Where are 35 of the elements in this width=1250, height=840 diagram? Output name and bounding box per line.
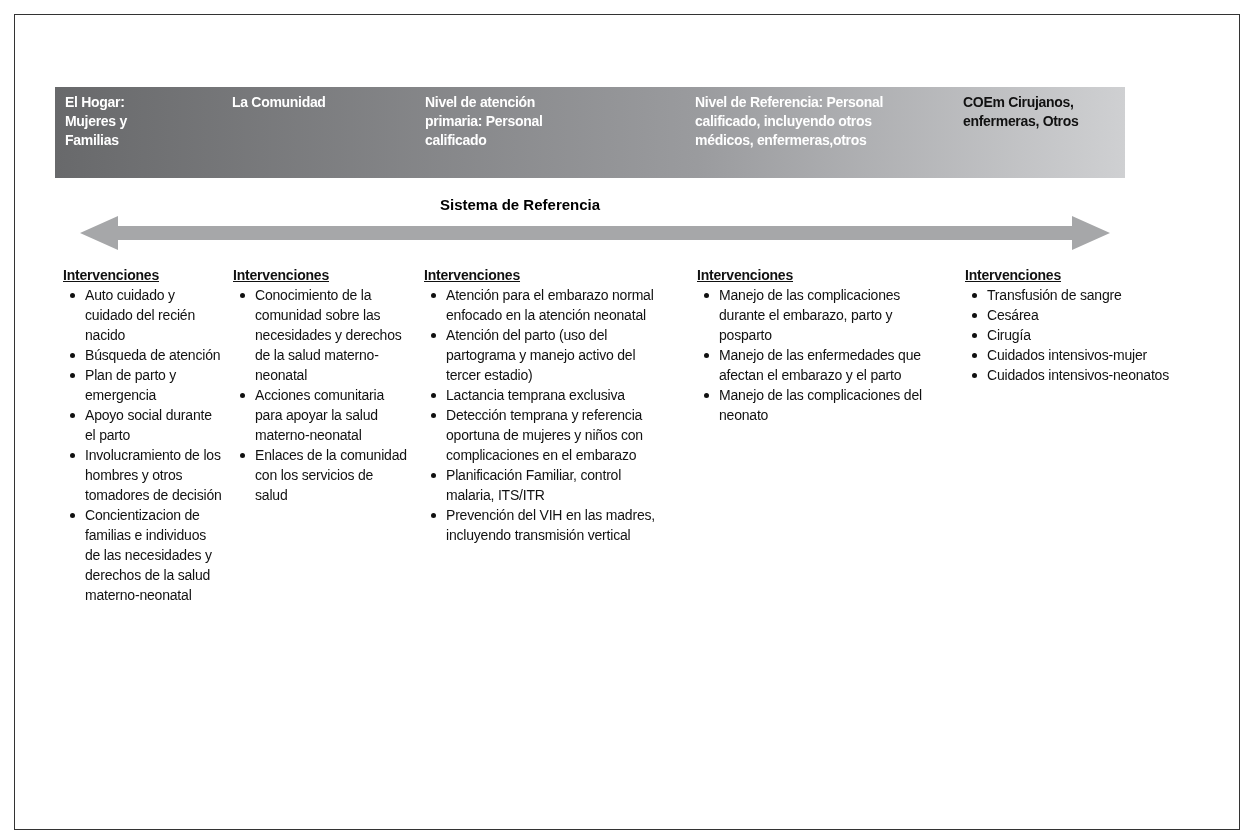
bullet-item: Enlaces de la comunidad con los servicios de salud — [255, 447, 407, 503]
bullet-item: Concientizacion de familias e individuos de las necesidades y derechos de la salud materno-neonatal — [85, 507, 212, 603]
column-heading: Intervenciones — [63, 266, 159, 285]
bullet-item: Planificación Familiar, control malaria, ITS/ITR — [446, 467, 622, 503]
bullet-item: Atención para el embarazo normal enfocado en la atención neonatal — [446, 287, 654, 323]
bullet-item: Transfusión de sangre — [987, 287, 1122, 303]
bullet-item: Manejo de las complicaciones del neonato — [719, 387, 922, 423]
bullet-item: Involucramiento de los hombres y otros tomadores de decisión — [85, 447, 222, 503]
arrow-label: Sistema de Referencia — [440, 196, 601, 213]
column-title: El Hogar: Mujeres y Familias — [65, 93, 128, 150]
bullet-item: Cuidados intensivos-neonatos — [987, 367, 1169, 383]
bullet-item: Cirugía — [987, 327, 1031, 343]
column-title: Nivel de atención primaria: Personal calificado — [425, 93, 544, 150]
bullet-item: Cuidados intensivos-mujer — [987, 347, 1147, 363]
bullet-item: Acciones comunitaria para apoyar la salud materno-neonatal — [255, 387, 385, 443]
column-heading: Intervenciones — [233, 266, 329, 285]
column-heading: Intervenciones — [965, 266, 1061, 285]
bullet-item: Auto cuidado y cuidado del recién nacido — [85, 287, 196, 343]
column-title: COEm Cirujanos, enfermeras, Otros — [963, 93, 1080, 131]
bullet-item: Manejo de las enfermedades que afectan el embarazo y el parto — [719, 347, 921, 383]
bullet-item: Lactancia temprana exclusiva — [446, 387, 625, 403]
bullet-item: Búsqueda de atención — [85, 347, 221, 363]
bullet-item: Manejo de las complicaciones durante el embarazo, parto y posparto — [719, 287, 901, 343]
bullet-item: Prevención del VIH en las madres, incluyendo transmisión vertical — [446, 507, 655, 543]
bullet-item: Detección temprana y referencia oportuna de mujeres y niños con complicaciones en el embarazo — [446, 407, 643, 463]
bullet-item: Plan de parto y emergencia — [85, 367, 177, 403]
header-band — [55, 87, 1125, 178]
column-title: La Comunidad — [232, 93, 327, 112]
bullet-item: Cesárea — [987, 307, 1039, 323]
bullet-item: Atención del parto (uso del partograma y manejo activo del tercer estadio) — [446, 327, 636, 383]
bullet-item: Apoyo social durante el parto — [85, 407, 212, 443]
column-heading: Intervenciones — [424, 266, 520, 285]
column-title: Nivel de Referencia: Personal calificado, incluyendo otros médicos, enfermeras,otros — [695, 93, 885, 150]
column-heading: Intervenciones — [697, 266, 793, 285]
bullet-item: Conocimiento de la comunidad sobre las necesidades y derechos de la salud materno-neonatal — [255, 287, 402, 383]
